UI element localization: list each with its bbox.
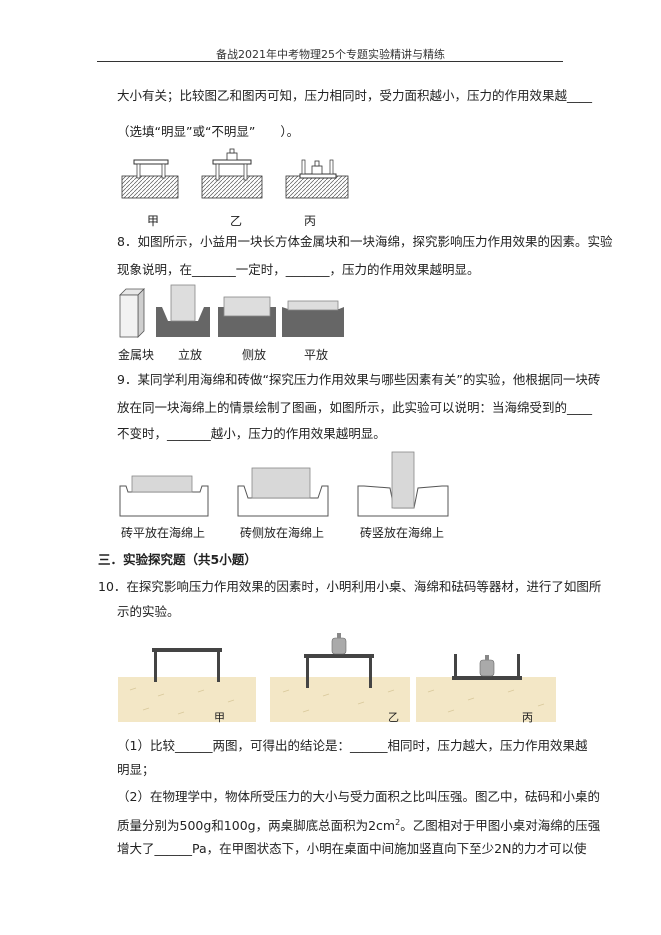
- page-header: 备战2021年中考物理25个专题实验精讲与精练: [216, 48, 445, 61]
- q10-p2-line2-b: 。乙图相对于甲图小桌对海绵的压强: [400, 818, 601, 834]
- header-divider: [97, 61, 563, 62]
- q8-label-side: 侧放: [242, 348, 267, 362]
- q8-line2: 现象说明，在_______一定时，_______，压力的作用效果越明显。: [117, 262, 480, 277]
- fig-metal-block: [119, 288, 145, 338]
- q10-p1-line2: 明显；: [117, 762, 155, 777]
- q9-line3: 不变时，_______越小，压力的作用效果越明显。: [117, 426, 386, 441]
- q10-label-jia: 甲: [214, 711, 225, 724]
- q8-line1: 8．如图所示，小益用一块长方体金属块和一块海绵，探究影响压力作用效果的因素。实验: [117, 234, 613, 249]
- fig-table-jia: [118, 648, 256, 722]
- q9-label-side: 砖侧放在海绵上: [240, 526, 325, 540]
- q7-label-yi: 乙: [230, 214, 243, 228]
- q10-p2-sup: 2: [395, 818, 401, 827]
- q10-p1-line1: （1）比较______两图，可得出的结论是：______相同时，压力越大，压力作…: [117, 738, 588, 753]
- q8-label-metal: 金属块: [118, 348, 155, 362]
- q10-p2-line2-a: 质量分别为500g和100g，两桌脚底总面积为2cm: [117, 818, 396, 834]
- section-title: 三．实验探究题（共5小题）: [98, 552, 257, 567]
- q8-label-flat: 平放: [304, 348, 329, 362]
- q10-line1: 10．在探究影响压力作用效果的因素时，小明利用小桌、海绵和砝码等器材，进行了如图…: [98, 579, 602, 594]
- q9-figure: [119, 451, 449, 517]
- fig-flat: [282, 300, 344, 337]
- q9-label-upright: 砖竖放在海绵上: [360, 526, 445, 540]
- q10-figure: [118, 633, 556, 722]
- q7-label-bing: 丙: [304, 214, 317, 228]
- q10-p2-line2: 质量分别为500g和100g，两桌脚底总面积为2cm2。乙图相对于甲图小桌对海绵…: [117, 815, 600, 834]
- fig-yi: [201, 148, 263, 199]
- q8-label-standing: 立放: [178, 348, 203, 362]
- q9-label-flat: 砖平放在海绵上: [121, 526, 206, 540]
- q8-figure: [119, 284, 344, 338]
- fig-jia: [121, 159, 179, 199]
- fig-table-bing: [416, 654, 556, 722]
- fig-brick-flat: [119, 475, 209, 517]
- fig-side: [218, 296, 276, 337]
- q7-figure: [121, 148, 349, 199]
- q10-p2-line1: （2）在物理学中，物体所受压力的大小与受力面积之比叫压强。图乙中，砝码和小桌的: [117, 789, 600, 804]
- q9-line2: 放在同一块海绵上的情景绘制了图画，如图所示，此实验可以说明：当海绵受到的____: [117, 400, 593, 415]
- q7-label-jia: 甲: [147, 214, 160, 228]
- q10-line2: 示的实验。: [117, 604, 180, 619]
- fig-table-yi: [270, 633, 410, 722]
- q10-label-bing: 丙: [522, 711, 533, 724]
- q9-line1: 9．某同学利用海绵和砖做“探究压力作用效果与哪些因素有关”的实验，他根据同一块砖: [117, 372, 601, 387]
- fig-standing: [156, 284, 210, 337]
- fig-brick-upright: [357, 451, 449, 517]
- fig-brick-side: [237, 467, 329, 517]
- q10-label-yi: 乙: [388, 711, 399, 724]
- q7-line1: 大小有关；比较图乙和图丙可知，压力相同时，受力面积越小，压力的作用效果越____: [117, 88, 593, 103]
- q7-line2: （选填“明显”或“不明显” ）。: [117, 124, 300, 139]
- fig-bing: [285, 159, 349, 199]
- q10-p2-line3: 增大了______Pa，在甲图状态下，小明在桌面中间施加竖直向下至少2N的力才可…: [117, 841, 587, 856]
